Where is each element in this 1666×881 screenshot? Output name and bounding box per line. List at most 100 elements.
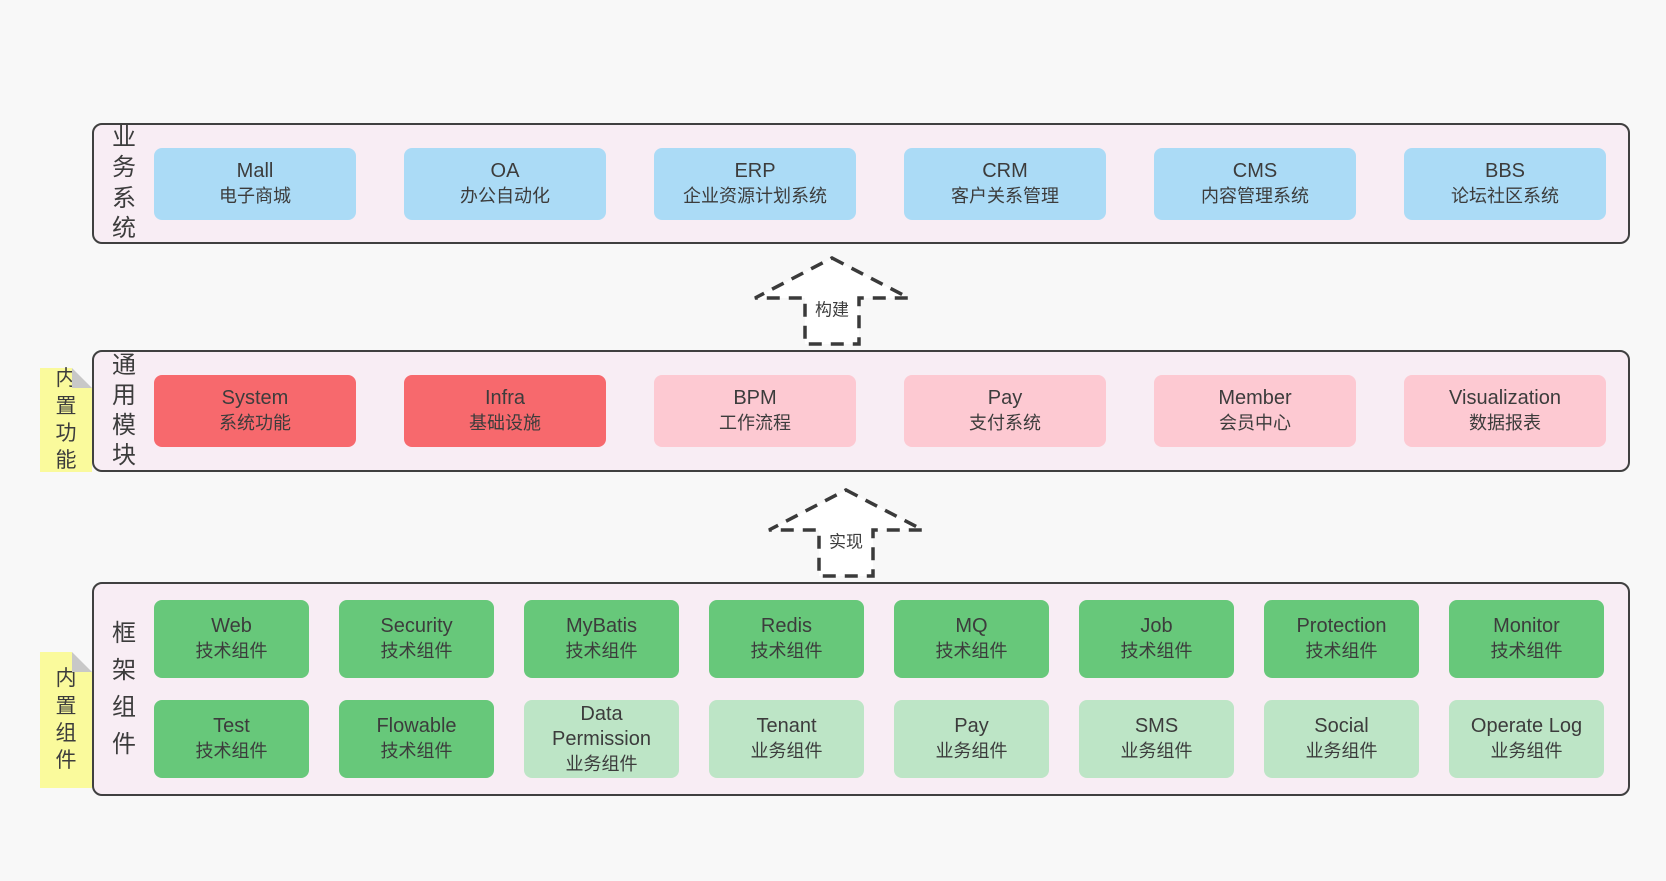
box-title: Web	[211, 615, 252, 637]
components-row-1: Web 技术组件 Security 技术组件 MyBatis 技术组件 Redi…	[154, 600, 1604, 678]
box-title: MQ	[955, 615, 988, 637]
box-operate-log: Operate Log 业务组件	[1449, 700, 1604, 778]
box-subtitle: 技术组件	[935, 641, 1008, 661]
implement-arrow: 实现	[766, 487, 926, 579]
box-erp: ERP 企业资源计划系统	[654, 147, 856, 220]
box-title: Protection	[1296, 615, 1387, 637]
framework-components-layer: 框架组件 Web 技术组件 Security 技术组件 MyBatis 技术组件…	[92, 582, 1630, 796]
box-oa: OA 办公自动化	[404, 147, 606, 220]
box-subtitle: 业务组件	[1120, 741, 1193, 761]
box-title: Data Permission	[552, 702, 651, 750]
box-title: ERP	[734, 159, 776, 182]
box-mq: MQ 技术组件	[894, 600, 1049, 678]
box-title: Tenant	[756, 715, 817, 737]
box-subtitle: 系统功能	[219, 413, 291, 433]
box-title: BPM	[733, 387, 777, 409]
box-subtitle: 工作流程	[719, 413, 791, 433]
box-subtitle: 内容管理系统	[1201, 185, 1309, 206]
layer-label-common-modules: 通用模块	[94, 352, 154, 470]
box-bpm: BPM 工作流程	[654, 375, 856, 447]
box-subtitle: 业务组件	[1305, 741, 1378, 761]
sticky-note-builtin-features: 内置功能	[40, 367, 92, 473]
box-title: Social	[1314, 715, 1369, 737]
box-subtitle: 论坛社区系统	[1451, 185, 1559, 206]
box-subtitle: 技术组件	[1120, 641, 1193, 661]
build-arrow: 构建	[752, 255, 912, 347]
box-bbs: BBS 论坛社区系统	[1404, 147, 1606, 220]
box-crm: CRM 客户关系管理	[904, 147, 1106, 220]
box-system: System 系统功能	[154, 375, 356, 447]
box-title: Security	[380, 615, 453, 637]
box-protection: Protection 技术组件	[1264, 600, 1419, 678]
box-flowable: Flowable 技术组件	[339, 700, 494, 778]
box-subtitle: 支付系统	[969, 413, 1041, 433]
box-title: Flowable	[376, 715, 457, 737]
sticky-note-label: 内置组件	[55, 667, 77, 773]
box-pay-module: Pay 支付系统	[904, 375, 1106, 447]
box-title: MyBatis	[565, 615, 638, 637]
components-row-2: Test 技术组件 Flowable 技术组件 Data Permission …	[154, 700, 1604, 778]
box-mall: Mall 电子商城	[154, 147, 356, 220]
box-subtitle: 技术组件	[380, 641, 453, 661]
box-subtitle: 技术组件	[1305, 641, 1378, 661]
common-modules-layer: 通用模块 System 系统功能 Infra 基础设施 BPM 工作流程 Pay…	[92, 350, 1630, 472]
box-member: Member 会员中心	[1154, 375, 1356, 447]
box-title: Pay	[954, 715, 989, 737]
box-subtitle: 技术组件	[565, 641, 638, 661]
box-mybatis: MyBatis 技术组件	[524, 600, 679, 678]
box-subtitle: 会员中心	[1219, 413, 1291, 433]
box-social: Social 业务组件	[1264, 700, 1419, 778]
layer-label-text: 通用模块	[112, 351, 136, 470]
box-title: CMS	[1232, 159, 1278, 182]
box-pay-component: Pay 业务组件	[894, 700, 1049, 778]
box-title: CRM	[982, 159, 1028, 182]
box-title: Job	[1140, 615, 1173, 637]
box-redis: Redis 技术组件	[709, 600, 864, 678]
framework-components-boxes: Web 技术组件 Security 技术组件 MyBatis 技术组件 Redi…	[154, 584, 1628, 794]
box-subtitle: 办公自动化	[460, 185, 550, 206]
box-title: Test	[213, 715, 250, 737]
box-subtitle: 技术组件	[1490, 641, 1563, 661]
box-infra: Infra 基础设施	[404, 375, 606, 447]
box-title: Monitor	[1493, 615, 1560, 637]
box-subtitle: 业务组件	[565, 753, 638, 774]
box-title: Infra	[484, 387, 526, 409]
build-arrow-label: 构建	[812, 294, 852, 322]
implement-arrow-label: 实现	[826, 526, 866, 554]
layer-label-text: 业务系统	[112, 124, 136, 242]
box-title: BBS	[1484, 159, 1526, 182]
box-subtitle: 技术组件	[195, 741, 268, 761]
box-subtitle: 技术组件	[750, 641, 823, 661]
box-title: Operate Log	[1470, 715, 1583, 737]
box-subtitle: 业务组件	[935, 741, 1008, 761]
box-title: OA	[490, 159, 520, 182]
box-title: Visualization	[1449, 387, 1561, 409]
box-title: Member	[1218, 387, 1292, 409]
sticky-note-builtin-components: 内置组件	[40, 652, 92, 788]
box-tenant: Tenant 业务组件	[709, 700, 864, 778]
box-subtitle: 数据报表	[1469, 413, 1541, 433]
box-subtitle: 电子商城	[219, 185, 291, 206]
box-subtitle: 客户关系管理	[951, 185, 1059, 206]
box-data-permission: Data Permission 业务组件	[524, 700, 679, 778]
box-title: System	[221, 387, 289, 409]
box-security: Security 技术组件	[339, 600, 494, 678]
box-monitor: Monitor 技术组件	[1449, 600, 1604, 678]
box-subtitle: 企业资源计划系统	[683, 185, 827, 206]
box-title: Mall	[236, 159, 274, 182]
box-title: Redis	[760, 615, 813, 637]
box-visualization: Visualization 数据报表	[1404, 375, 1606, 447]
box-subtitle: 技术组件	[380, 741, 453, 761]
box-title: Pay	[987, 387, 1023, 409]
layer-label-framework-components: 框架组件	[94, 584, 154, 794]
box-web: Web 技术组件	[154, 600, 309, 678]
layer-label-text: 框架组件	[112, 619, 136, 759]
sticky-note-label: 内置功能	[55, 367, 77, 473]
common-modules-boxes: System 系统功能 Infra 基础设施 BPM 工作流程 Pay 支付系统…	[154, 352, 1628, 470]
box-test: Test 技术组件	[154, 700, 309, 778]
box-subtitle: 基础设施	[469, 413, 541, 433]
business-systems-layer: 业务系统 Mall 电子商城 OA 办公自动化 ERP 企业资源计划系统 CRM…	[92, 123, 1630, 244]
box-title: SMS	[1134, 715, 1179, 737]
box-sms: SMS 业务组件	[1079, 700, 1234, 778]
